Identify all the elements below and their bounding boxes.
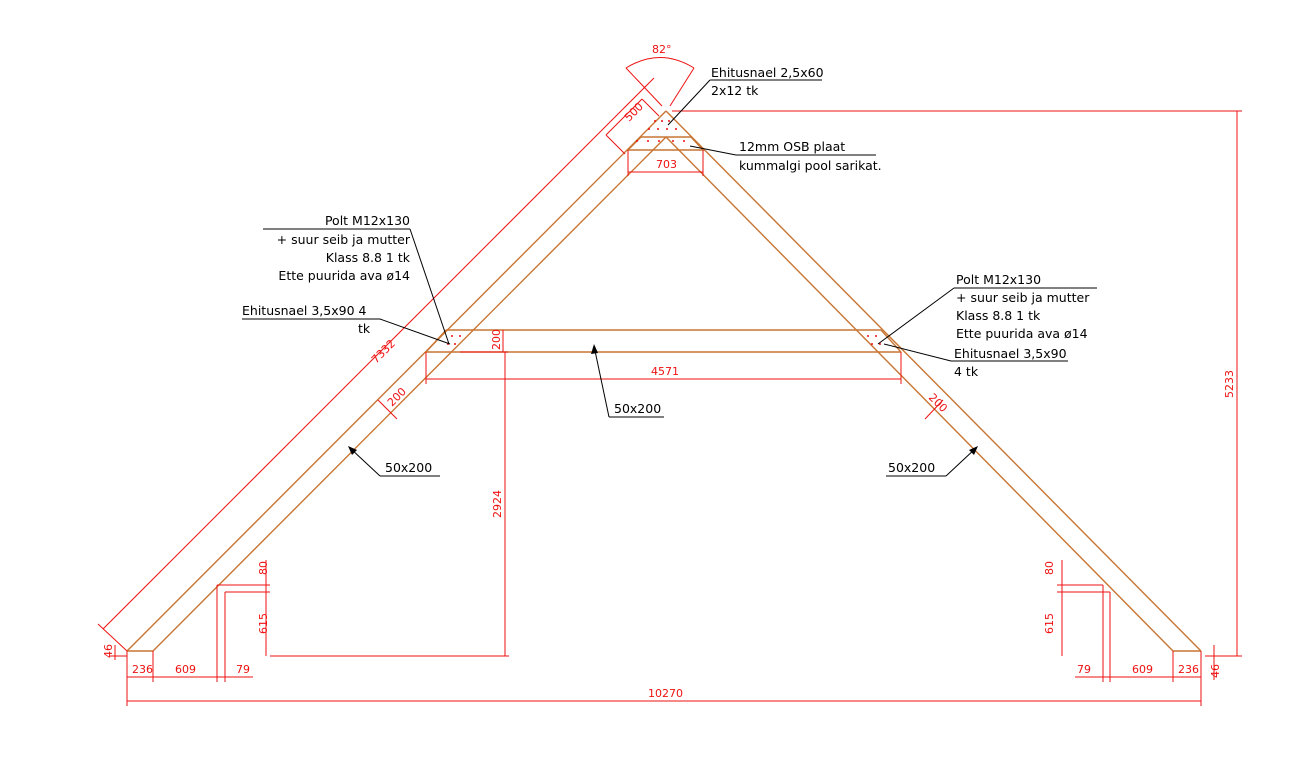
nail-left-qty: tk	[358, 321, 371, 336]
fastener-dots	[447, 120, 881, 345]
gusset-leg-ext	[605, 134, 626, 155]
bolt-left-line-3: Klass 8.8 1 tk	[326, 250, 411, 265]
apex-nail-dot	[654, 120, 656, 122]
gusset-leg-label: 500	[622, 100, 646, 124]
bolt-left-line-2: + suur seib ja mutter	[277, 232, 411, 247]
right-rafter-top-edge	[665, 110, 1202, 652]
nail-left-leader	[379, 318, 451, 345]
rafter-length-dim	[102, 77, 655, 630]
gusset-width-label: 703	[656, 158, 677, 171]
nail-right-qty: 4 tk	[954, 364, 979, 379]
apex-nail-dot	[668, 120, 670, 122]
apex-nail-dot	[658, 140, 660, 142]
collar-beam-right-end	[880, 329, 902, 353]
apex-nail-qty: 2x12 tk	[711, 83, 759, 98]
bolt-right-line-4: Ette puurida ava ø14	[956, 326, 1088, 341]
apex-nail-dot	[636, 140, 638, 142]
collar-section-leader	[593, 345, 610, 418]
apex-nail-dot	[672, 140, 674, 142]
apex-nail-title: Ehitusnael 2,5x60	[711, 65, 824, 80]
left-joint-nail-dot	[459, 335, 461, 337]
left-rafter-bottom-edge	[152, 136, 667, 652]
rafter-length-label: 7332	[369, 337, 398, 366]
gusset-leg-dim	[605, 98, 643, 136]
right-joint-nail-dot	[867, 335, 869, 337]
left-236-label: 236	[132, 663, 153, 676]
left-joint-nail-dot	[451, 335, 453, 337]
nail-right-title: Ehitusnael 3,5x90	[954, 346, 1067, 361]
right-79-label: 79	[1077, 663, 1091, 676]
rafter-depth-left-dim	[377, 399, 398, 420]
dimension-labels: 82° 500 703 7332 5233 2924 4571 200 200 …	[102, 43, 1236, 700]
truss-timber	[126, 110, 1202, 652]
overall-span-label: 10270	[648, 687, 683, 700]
right-615-label: 615	[1043, 613, 1056, 634]
right-80-label: 80	[1043, 561, 1056, 575]
apex-angle-arc	[625, 57, 695, 69]
apex-nail-dot	[657, 128, 659, 130]
total-height-label: 5233	[1223, 370, 1236, 398]
apex-nail-dot	[648, 128, 650, 130]
right-609-label: 609	[1132, 663, 1153, 676]
left-rafter-section-label: 50x200	[385, 460, 432, 475]
apex-angle-ext	[625, 67, 663, 107]
collar-section-arrow	[591, 344, 598, 354]
bolt-right-line-3: Klass 8.8 1 tk	[956, 308, 1041, 323]
nail-right-leader	[883, 343, 952, 362]
bolt-right-line-1: Polt M12x130	[956, 272, 1041, 287]
left-609-label: 609	[175, 663, 196, 676]
apex-nail-dot	[683, 140, 685, 142]
rafter-length-ext	[97, 623, 128, 652]
gusset-leg-ext	[641, 98, 660, 117]
right-joint-nail-dot	[871, 343, 873, 345]
left-46-label: 46	[102, 644, 115, 658]
right-rafter-section-leader	[945, 447, 977, 477]
osb-sub: kummalgi pool sarikat.	[739, 158, 882, 173]
left-rafter-top-edge	[126, 110, 667, 652]
apex-nail-dot	[647, 140, 649, 142]
apex-nail-dot	[675, 128, 677, 130]
bolt-left-leader	[409, 228, 450, 345]
dimension-lines	[97, 57, 1242, 706]
collar-height-label: 2924	[491, 490, 504, 518]
collar-beam-left-end	[425, 329, 447, 353]
bolt-right-line-2: + suur seib ja mutter	[956, 290, 1090, 305]
bolt-right-leader	[877, 287, 955, 345]
left-79-label: 79	[236, 663, 250, 676]
right-rafter-bottom-edge	[665, 136, 1174, 652]
left-joint-nail-dot	[454, 343, 456, 345]
apex-angle-ext	[669, 67, 695, 107]
collar-span-label: 4571	[651, 365, 679, 378]
apex-angle-label: 82°	[652, 43, 672, 56]
apex-nail-leader	[667, 79, 711, 126]
left-615-label: 615	[257, 613, 270, 634]
annotation-texts: Ehitusnael 2,5x60 2x12 tk 12mm OSB plaat…	[242, 65, 1090, 475]
apex-gusset-plate	[626, 136, 705, 151]
right-rafter-section-arrow	[969, 446, 978, 455]
annotation-leaders	[242, 79, 1097, 477]
nail-left-title: Ehitusnael 3,5x90 4	[242, 303, 367, 318]
apex-nail-dot	[666, 128, 668, 130]
osb-title: 12mm OSB plaat	[739, 139, 845, 154]
left-rafter-section-arrow	[348, 446, 357, 455]
right-joint-nail-dot	[875, 335, 877, 337]
right-rafter-section-label: 50x200	[888, 460, 935, 475]
bolt-left-line-1: Polt M12x130	[325, 213, 410, 228]
left-rafter-section-leader	[349, 447, 381, 477]
left-80-label: 80	[257, 561, 270, 575]
apex-nail-dot	[661, 120, 663, 122]
bolt-left-line-4: Ette puurida ava ø14	[278, 268, 410, 283]
collar-section-label: 50x200	[614, 401, 661, 416]
right-236-label: 236	[1178, 663, 1199, 676]
osb-leader	[689, 145, 737, 156]
collar-depth-label: 200	[490, 329, 503, 350]
rafter-depth-right-dim	[924, 399, 944, 420]
right-46-label: 46	[1209, 664, 1222, 678]
